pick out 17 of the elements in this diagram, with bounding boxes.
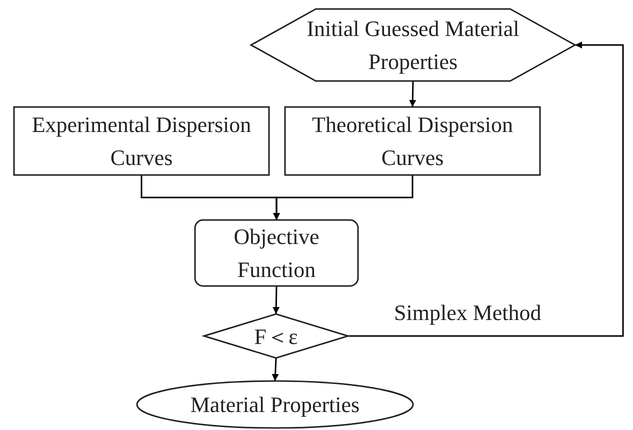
arrow — [272, 286, 280, 314]
arrow — [272, 358, 279, 382]
process-box — [14, 107, 269, 175]
node-text: Material Properties — [190, 391, 360, 419]
node-text: Theoretical Dispersion Curves — [311, 111, 514, 172]
process-box — [285, 107, 540, 175]
decision-diamond — [204, 314, 348, 358]
input-hexagon — [251, 9, 575, 81]
node-text: Experimental Dispersion Curves — [30, 111, 252, 172]
arrow — [273, 175, 414, 220]
node-text: Objective Function — [232, 223, 320, 284]
process-box — [195, 220, 358, 286]
arrow — [348, 42, 624, 337]
arrow — [409, 80, 416, 108]
terminal-ellipse — [137, 381, 413, 428]
node-text: Initial Guessed Material Properties — [306, 15, 520, 76]
node-text: F＜ε — [254, 322, 298, 350]
